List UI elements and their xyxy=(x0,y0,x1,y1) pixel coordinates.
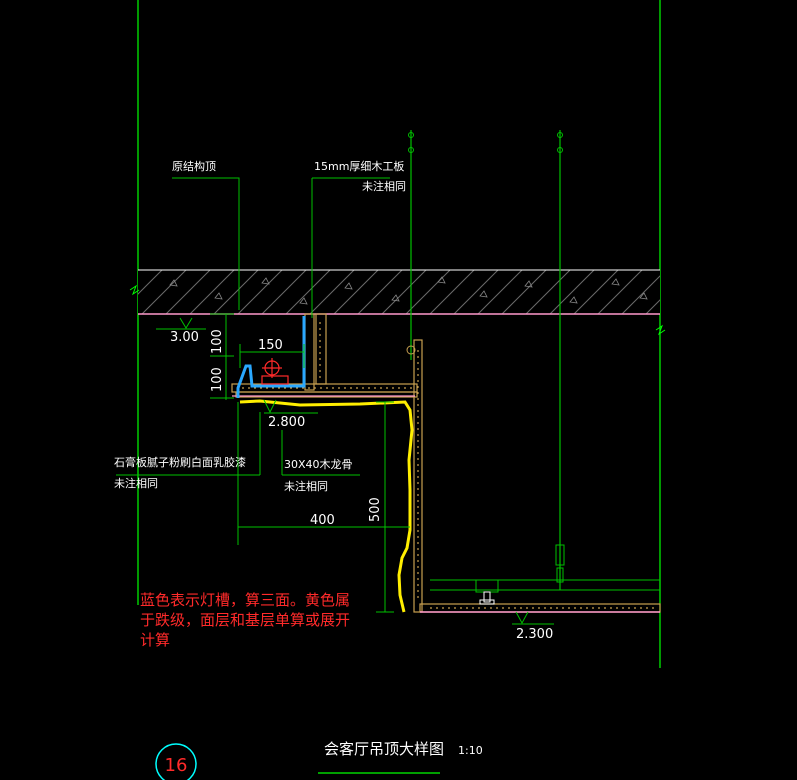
title-scale: 1:10 xyxy=(458,744,483,757)
light-slot-outline xyxy=(236,316,306,398)
label-gypsum-line2: 未注相同 xyxy=(114,476,158,490)
dim-150: 150 xyxy=(258,338,283,353)
note-line3: 计算 xyxy=(140,631,170,649)
lower-ceiling-keels xyxy=(430,579,660,605)
level-top: 3.00 xyxy=(170,330,199,345)
dim-400: 400 xyxy=(310,513,335,528)
note-line1: 蓝色表示灯槽，算三面。黄色属 xyxy=(140,591,350,609)
level-low: 2.300 xyxy=(516,627,553,642)
dim-100-upper: 100 xyxy=(210,329,225,354)
label-keel-line1: 30X40木龙骨 xyxy=(284,458,353,471)
dim-100-lower: 100 xyxy=(210,367,225,392)
hanger-rod-right xyxy=(555,130,565,590)
note-line2: 于跌级，面层和基层单算或展开 xyxy=(140,611,350,629)
concrete-slab xyxy=(129,269,666,336)
light-trough-structure xyxy=(231,313,661,613)
label-board-line2: 未注相同 xyxy=(362,179,406,193)
dim-500: 500 xyxy=(368,497,383,522)
title-number-circle xyxy=(155,743,197,780)
level-mid: 2.800 xyxy=(268,415,305,430)
title-name: 会客厅吊顶大样图 xyxy=(324,740,444,758)
label-structure-top: 原结构顶 xyxy=(172,159,216,173)
dimension-lines xyxy=(116,177,554,625)
hanger-rod-left xyxy=(406,130,416,360)
label-keel-line2: 未注相同 xyxy=(284,479,328,493)
label-gypsum-line1: 石膏板腻子粉刷白面乳胶漆 xyxy=(114,455,246,469)
title-number: 16 xyxy=(165,755,188,776)
title-block: 16 会客厅吊顶大样图 1:10 xyxy=(155,740,483,780)
label-board-line1: 15mm厚细木工板 xyxy=(314,159,404,173)
lamp-fixture-icon xyxy=(261,358,289,385)
step-outline xyxy=(239,399,414,613)
